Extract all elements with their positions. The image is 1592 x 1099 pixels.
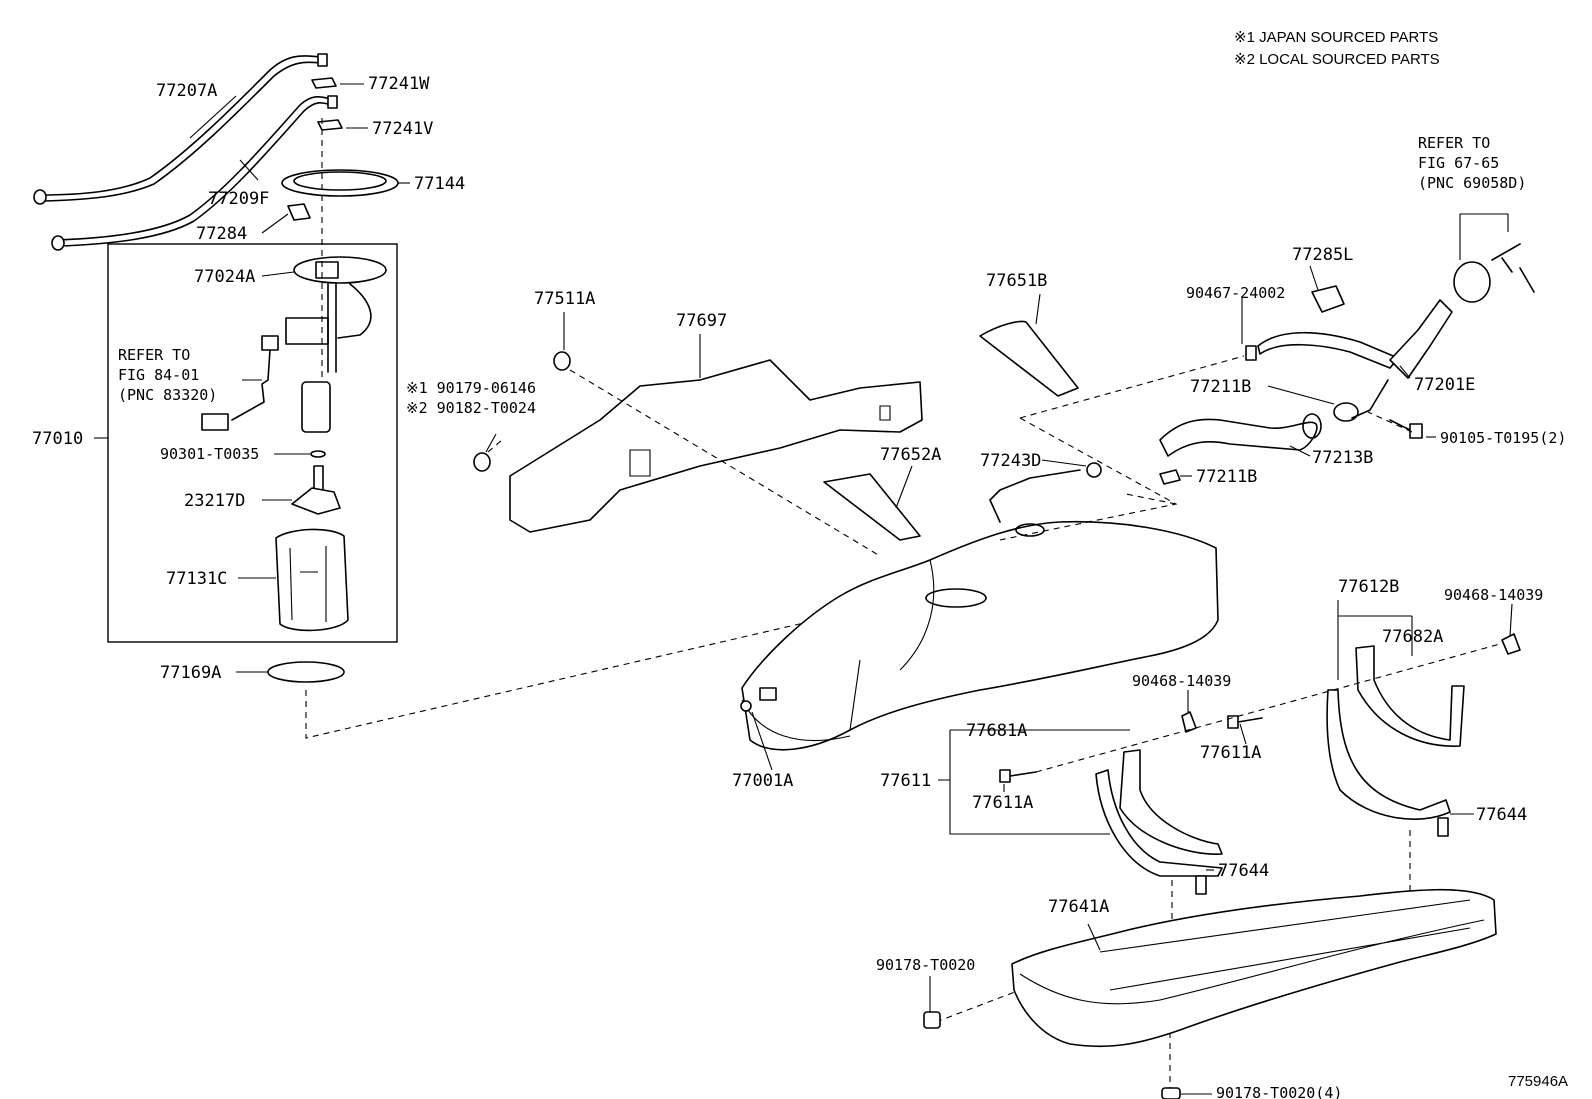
label-90178-T0020-x4: 90178-T0020(4) — [1216, 1084, 1342, 1099]
clip-77285L — [1311, 285, 1345, 313]
retainer-ring-77144 — [281, 169, 399, 197]
hose-clamp-77211B-upper — [1333, 402, 1359, 422]
label-77284: 77284 — [196, 224, 247, 244]
label-77611: 77611 — [880, 771, 931, 791]
fuel-pump-23217D — [291, 465, 341, 515]
clip-77284 — [287, 203, 311, 221]
label-77207A: 77207A — [156, 81, 217, 101]
filter-element — [301, 381, 331, 433]
bolt-77611A-front — [999, 769, 1037, 783]
nut-90468-14039-rear — [1501, 633, 1521, 655]
label-90182-T0024: ※2 90182-T0024 — [406, 399, 536, 417]
label-77144: 77144 — [414, 174, 465, 194]
filler-pipe-77201E — [1257, 299, 1453, 419]
figure-id: 775946A — [1508, 1073, 1568, 1090]
label-90468-14039-rear: 90468-14039 — [1444, 586, 1543, 604]
label-77241V: 77241V — [372, 119, 433, 139]
protector-77652A — [823, 473, 921, 541]
label-77644-front: 77644 — [1218, 861, 1269, 881]
bolt-77644-front — [1195, 875, 1207, 895]
label-77001A: 77001A — [732, 771, 793, 791]
label-77611A-front: 77611A — [972, 793, 1033, 813]
vent-tube-77243D — [989, 462, 1102, 523]
label-77511A: 77511A — [534, 289, 595, 309]
label-77641A: 77641A — [1048, 897, 1109, 917]
label-77213B: 77213B — [1312, 448, 1373, 468]
hose-clamp-77211B-lower — [1159, 469, 1181, 485]
refer-cap-line2: FIG 67-65 — [1418, 154, 1499, 172]
label-77209F: 77209F — [208, 189, 269, 209]
label-77024A: 77024A — [194, 267, 255, 287]
fuel-tank-77001A — [740, 520, 1219, 751]
bolt-90105-T0195 — [1389, 419, 1423, 439]
fuel-cap — [1453, 243, 1535, 303]
gasket-77169A — [267, 661, 345, 683]
label-77211B-upper: 77211B — [1190, 377, 1251, 397]
tank-band-77681A — [1095, 749, 1223, 877]
label-77169A: 77169A — [160, 663, 221, 683]
retainer-77241V — [317, 119, 343, 131]
clamp-90467-24002 — [1245, 345, 1257, 361]
label-77211B-lower: 77211B — [1196, 467, 1257, 487]
grommet-77511A — [553, 351, 571, 371]
pump-flange-77024A — [285, 256, 387, 373]
nut-90178-T0020 — [923, 1011, 941, 1029]
label-77682A: 77682A — [1382, 627, 1443, 647]
label-90301-T0035: 90301-T0035 — [160, 445, 259, 463]
label-77611A-rear: 77611A — [1200, 743, 1261, 763]
label-90467-24002: 90467-24002 — [1186, 284, 1285, 302]
note-japan-sourced: ※1 JAPAN SOURCED PARTS — [1234, 29, 1438, 46]
o-ring-90301 — [310, 450, 326, 458]
refer-cap-line1: REFER TO — [1418, 134, 1490, 152]
label-77651B: 77651B — [986, 271, 1047, 291]
label-77652A: 77652A — [880, 445, 941, 465]
tank-band-77682A — [1326, 645, 1465, 820]
fuel-line-77207A — [33, 53, 328, 205]
note-local-sourced: ※2 LOCAL SOURCED PARTS — [1234, 51, 1440, 68]
label-77681A: 77681A — [966, 721, 1027, 741]
nut-90178-T0020-x4 — [1161, 1087, 1181, 1099]
retainer-77241W — [311, 77, 337, 89]
label-90179-06146: ※1 90179-06146 — [406, 379, 536, 397]
label-77243D: 77243D — [980, 451, 1041, 471]
label-77285L: 77285L — [1292, 245, 1353, 265]
bolt-77644-rear — [1437, 817, 1449, 837]
label-77644-rear: 77644 — [1476, 805, 1527, 825]
label-77697: 77697 — [676, 311, 727, 331]
refer-cap-line3: (PNC 69058D) — [1418, 174, 1526, 192]
label-90105-T0195: 90105-T0195(2) — [1440, 429, 1566, 447]
label-90178-T0020: 90178-T0020 — [876, 956, 975, 974]
filter-case-77131C — [275, 528, 349, 632]
fuel-line-77209F — [51, 95, 338, 251]
label-77612B: 77612B — [1338, 577, 1399, 597]
refer-gauge-line1: REFER TO — [118, 346, 190, 364]
label-77010: 77010 — [32, 429, 83, 449]
bolt-77611A-rear — [1227, 715, 1263, 729]
clip-90179-06146 — [473, 452, 491, 472]
protector-77651B — [979, 320, 1079, 397]
under-protector-77641A — [1011, 888, 1497, 1048]
fuel-sender-gauge — [201, 335, 279, 431]
refer-gauge-line3: (PNC 83320) — [118, 386, 217, 404]
label-77131C: 77131C — [166, 569, 227, 589]
label-77201E: 77201E — [1414, 375, 1475, 395]
label-23217D: 23217D — [184, 491, 245, 511]
label-90468-14039-front: 90468-14039 — [1132, 672, 1231, 690]
nut-90468-14039-front — [1181, 711, 1197, 733]
label-77241W: 77241W — [368, 74, 430, 94]
fuel-pump-assembly-box — [107, 243, 398, 643]
tank-protector-77697 — [509, 359, 923, 533]
refer-gauge-line2: FIG 84-01 — [118, 366, 199, 384]
filler-hose-77213B — [1159, 413, 1322, 457]
